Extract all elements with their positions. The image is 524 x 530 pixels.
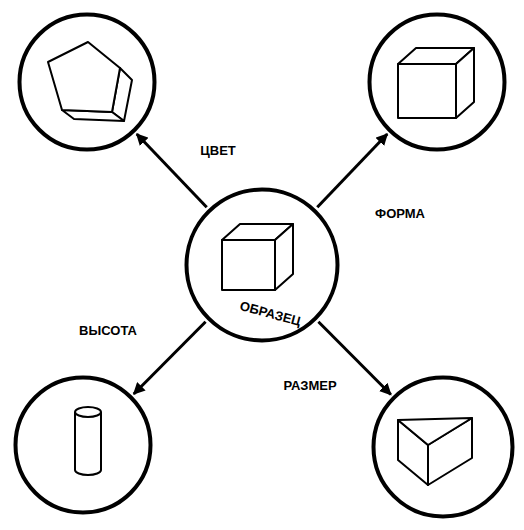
circle-node <box>367 12 507 152</box>
circle-node <box>17 12 157 152</box>
circle-node <box>13 375 153 515</box>
sample-cube <box>222 224 293 290</box>
circle-outline <box>367 12 507 152</box>
edge-label: ЦВЕТ <box>198 142 238 159</box>
arrow-connector <box>317 134 387 207</box>
edge-label: ФОРМА <box>373 205 427 222</box>
circle-node: ОБРАЗЕЦ <box>184 187 340 343</box>
arrow-connector <box>134 322 206 394</box>
circle-node <box>371 375 515 519</box>
cylinder <box>75 407 101 475</box>
cube <box>398 48 474 118</box>
edge-label: ВЫСОТА <box>77 322 139 339</box>
circle-outline <box>371 375 515 519</box>
arrow-connector <box>137 134 207 207</box>
circle-outline <box>13 375 153 515</box>
node-label: ОБРАЗЕЦ <box>238 298 302 329</box>
triangular-prism <box>398 418 472 485</box>
edge-label: РАЗМЕР <box>281 377 338 394</box>
circle-outline <box>17 12 157 152</box>
circle-outline <box>184 187 340 343</box>
pentagon-prism <box>48 42 132 121</box>
